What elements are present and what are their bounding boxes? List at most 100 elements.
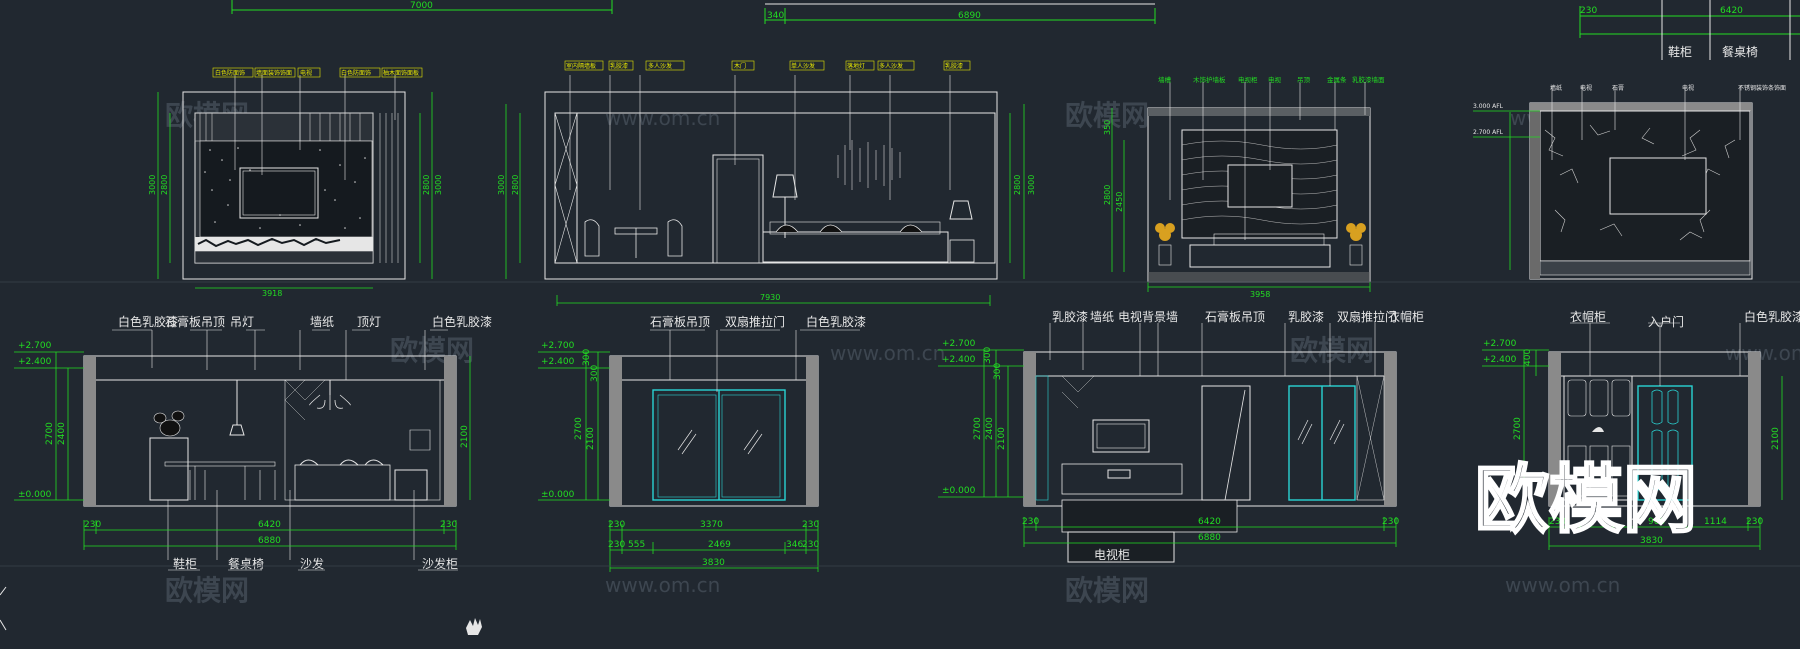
level-mark: +2.400 [18, 357, 52, 367]
level-mark: ±0.000 [541, 490, 575, 500]
dim-text: 555 [628, 540, 645, 550]
callout-label: 室内隔墙板 [566, 62, 596, 70]
watermark-url: www.om.cn [605, 106, 720, 130]
callout-label: 石膏 [1612, 84, 1624, 92]
dim-text: 6420 [1720, 6, 1743, 16]
callout-label: 金属条 [1327, 75, 1347, 84]
callout-label: 墙纸 [1550, 84, 1562, 92]
level-mark: 2.700 AFL [1473, 129, 1504, 136]
dim-text: 2100 [1771, 427, 1781, 450]
dim-text: 230 [1382, 517, 1399, 527]
callout-label: 墙纸 [1090, 310, 1114, 324]
dim-text: 3000 [1027, 175, 1036, 195]
callout-label: 白色乳胶漆 [806, 314, 866, 329]
dim-text: 350 [1103, 120, 1112, 135]
callout-label: 衣帽柜 [1388, 309, 1424, 324]
component-label: 鞋柜 [1668, 44, 1692, 59]
top-strip [231, 0, 1800, 60]
dim-text: 2100 [586, 427, 596, 450]
callout-label: 电视背景墙 [1118, 309, 1178, 324]
callout-label: 乳胶漆墙面 [1352, 75, 1385, 84]
dim-text: 2469 [708, 540, 731, 550]
component-label: 沙发柜 [422, 556, 458, 571]
callout-label: 电视 [1580, 84, 1592, 92]
dim-text: 340 [767, 11, 784, 21]
callout-label: 墙面装饰饰面 [256, 69, 292, 77]
dim-text: 6880 [1198, 533, 1221, 543]
corner-arrow-icon [0, 586, 7, 631]
callout-label: 吊灯 [230, 315, 254, 329]
dim-text: 300 [993, 363, 1003, 380]
callout-label: 电视柜 [1238, 75, 1258, 84]
callout-label: 多人沙发 [879, 62, 903, 70]
callout-label: 柚木面饰面板 [383, 69, 419, 77]
dim-text: 230 [1022, 517, 1039, 527]
dim-text: 6880 [258, 536, 281, 546]
dim-text: 2700 [973, 417, 983, 440]
watermark-url: www.om.cn [605, 573, 720, 597]
dim-text: 400 [1523, 349, 1533, 366]
watermark-url: www.om.cn [830, 341, 945, 365]
dim-text: 7930 [760, 293, 780, 302]
watermark-large: 欧模网 [1475, 457, 1697, 543]
dim-text: 1114 [1704, 517, 1727, 527]
callout-label: 墙槽 [1158, 75, 1172, 84]
callout-label: 多人沙发 [648, 62, 672, 70]
callout-label: 顶灯 [357, 315, 381, 329]
callout-label: 单人沙发 [791, 62, 815, 70]
elevation-living-room: 室内隔墙板 乳胶漆 多人沙发 木门 单人沙发 落地灯 多人沙发 乳胶漆 3000… [497, 60, 1036, 306]
dim-text: 230 [440, 520, 457, 530]
level-mark: ±0.000 [18, 490, 52, 500]
level-mark: +2.400 [942, 355, 976, 365]
callout-label: 乳胶漆 [1288, 309, 1324, 324]
dim-text: 3000 [434, 175, 443, 195]
dim-text: 2800 [1103, 185, 1112, 205]
dim-text: 3958 [1250, 290, 1270, 299]
section-sliding-door: 石膏板吊顶 双扇推拉门 白色乳胶漆 +2.700 +2.400 ±0.000 3… [538, 314, 866, 572]
callout-label: 入户门 [1648, 314, 1684, 329]
level-mark: +2.700 [1483, 339, 1517, 349]
elevation-tv-wall-3: 墙槽 木饰护墙板 电视柜 电视 吊顶 金属条 乳胶漆墙面 350 2800 24… [1103, 75, 1385, 299]
dim-text: 6420 [1198, 517, 1221, 527]
dim-text: 2800 [160, 175, 169, 195]
level-mark: +2.400 [1483, 355, 1517, 365]
dim-text: 7000 [410, 1, 433, 11]
callout-label: 木饰护墙板 [1193, 75, 1226, 84]
section-entrance: 衣帽柜 入户门 白色乳胶漆 +2.700 +2.400 400 2700 210… [1482, 309, 1800, 550]
callout-label: 电视 [300, 69, 312, 77]
dim-text: 6420 [258, 520, 281, 530]
level-mark: ±0.000 [942, 486, 976, 496]
level-mark: +2.700 [541, 341, 575, 351]
dim-text: 2700 [45, 422, 55, 445]
component-label: 餐桌椅 [1722, 44, 1758, 59]
watermark-brand: 欧模网 [390, 334, 474, 367]
dim-text: 2800 [422, 175, 431, 195]
elevation-tv-wall-1: 3000 2800 2800 3000 3918 白色防面饰 墙面装饰饰面 电视… [148, 67, 443, 298]
component-label: 电视柜 [1094, 547, 1130, 562]
callout-label: 落地灯 [847, 62, 865, 70]
callout-label: 电视 [1682, 84, 1694, 92]
callout-label: 木门 [734, 62, 746, 70]
level-mark: +2.700 [18, 341, 52, 351]
dim-text: 230 [1746, 517, 1763, 527]
watermark-url: www.om.cn [1505, 573, 1620, 597]
callout-label: 白色防面饰 [341, 69, 371, 77]
callout-label: 双扇推拉门 [1337, 309, 1397, 324]
separator-lines [0, 281, 1800, 567]
dim-text: 2700 [1513, 417, 1523, 440]
dim-text: 230 [84, 520, 101, 530]
dim-text: 300 [590, 365, 600, 382]
dim-text: 2400 [985, 417, 995, 440]
callout-label: 双扇推拉门 [725, 314, 785, 329]
dim-text: 230 [1549, 517, 1566, 527]
dim-text: 3000 [497, 175, 506, 195]
dim-text: 3370 [700, 520, 723, 530]
callout-label: 石膏板吊顶 [650, 314, 710, 329]
dim-text: 6890 [958, 11, 981, 21]
dim-text: 900 [1648, 517, 1665, 527]
dim-text: 300 [983, 347, 993, 364]
dim-text: 230 [802, 540, 819, 550]
watermark-url: www.om.cn [1725, 341, 1800, 365]
dim-text: 230 [802, 520, 819, 530]
